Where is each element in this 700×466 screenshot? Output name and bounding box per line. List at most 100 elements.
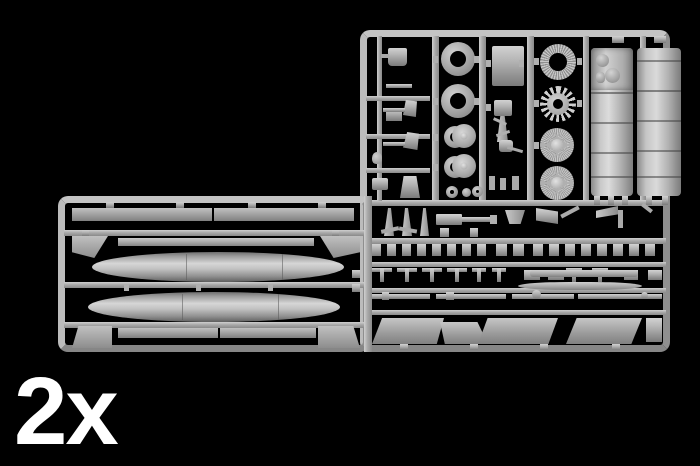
engine-pump-2 xyxy=(605,68,620,83)
engine-band-1d xyxy=(591,176,633,178)
long-blade-1 xyxy=(530,270,638,277)
pin-part-c xyxy=(512,176,519,190)
small-block-2 xyxy=(470,228,478,237)
long-strip-2 xyxy=(214,208,354,221)
gear-leg-3 xyxy=(420,208,429,236)
side-panel-part-2 xyxy=(403,132,419,150)
hook-part xyxy=(372,152,382,164)
engine-gate-b3 xyxy=(622,196,628,205)
fin-gate-2 xyxy=(332,230,339,236)
tank-seam-strip-1 xyxy=(118,238,314,246)
left-cross-a xyxy=(366,96,430,101)
panel-gate-3 xyxy=(540,344,548,350)
turbine-fan-2 xyxy=(540,166,574,200)
yoke-part xyxy=(505,210,525,224)
divider-rail-b xyxy=(479,36,486,206)
engine-can-2 xyxy=(637,48,681,196)
engine-band-1c xyxy=(591,152,633,154)
engine-band-1b xyxy=(591,122,633,124)
gear-leg-1 xyxy=(384,208,394,236)
wedge-panel-part xyxy=(536,208,558,224)
seat-sprue-gate xyxy=(381,54,389,58)
pin-part-b xyxy=(500,178,506,190)
panel-gate-2 xyxy=(470,344,478,350)
long-strip-3 xyxy=(118,328,218,338)
strip-gate-1 xyxy=(106,202,114,208)
engine-band-2b xyxy=(637,90,681,92)
cross-rail-1 xyxy=(366,200,666,206)
cross-rail-4 xyxy=(366,288,666,293)
small-block-1 xyxy=(440,228,449,237)
engine-gate-b4 xyxy=(646,196,652,205)
strip-gate-2 xyxy=(176,202,184,208)
strip-gate-3 xyxy=(248,202,256,208)
cross-rail-5 xyxy=(366,310,666,315)
compressor-gear-part xyxy=(540,86,576,122)
post-part xyxy=(618,210,623,228)
left-cross-c xyxy=(366,168,430,173)
main-tire-1-hole xyxy=(441,42,475,76)
intake-box-part xyxy=(494,100,512,116)
drop-tank-half-1 xyxy=(92,252,344,282)
panel-gate-1 xyxy=(400,344,408,350)
long-rod-part xyxy=(462,217,492,222)
engine-gate-top-2 xyxy=(654,36,666,43)
pylon-panel-1 xyxy=(372,318,444,344)
block-part xyxy=(372,178,388,190)
cross-rail-3 xyxy=(366,262,666,267)
small-wheel-2 xyxy=(462,188,471,197)
engine-band-2c xyxy=(637,120,681,122)
left-cross-b xyxy=(366,134,430,139)
long-blade-2 xyxy=(518,282,642,290)
pylon-panel-3 xyxy=(566,318,642,344)
engine-pump-3 xyxy=(596,72,605,83)
engine-gate-b1 xyxy=(594,196,600,205)
tank-rail-2 xyxy=(64,282,364,288)
rod-part-c xyxy=(386,84,412,88)
engine-band-2e xyxy=(637,176,681,178)
tank-1-seam-b xyxy=(282,254,283,280)
rod-part-b xyxy=(383,142,405,146)
engine-band-1a xyxy=(591,92,633,94)
long-strip-4 xyxy=(220,328,316,338)
bucket-part xyxy=(400,176,420,198)
engine-gate-b5 xyxy=(662,196,668,205)
tank-fin-4 xyxy=(318,326,360,348)
tank-2-seam-a xyxy=(182,294,183,320)
pylon-panel-4 xyxy=(646,318,662,342)
tank-fin-3 xyxy=(72,326,112,348)
divider-rail-d xyxy=(583,36,589,206)
divider-rail-a xyxy=(432,36,439,206)
turbine-fan-1 xyxy=(540,128,574,162)
engine-band-2d xyxy=(637,150,681,152)
tank-gate-right xyxy=(352,270,360,278)
pylon-panel-2 xyxy=(478,318,558,344)
pin-part-a xyxy=(489,176,495,190)
multiplier-badge: 2x xyxy=(14,358,119,465)
small-wheel-1 xyxy=(446,186,458,198)
tank-rail-3 xyxy=(64,322,364,328)
strip-gate-4 xyxy=(318,202,326,208)
fin-gate-1 xyxy=(82,230,89,236)
rod-end-part xyxy=(490,215,497,224)
access-panel-part xyxy=(492,46,524,86)
divider-rail-c xyxy=(527,36,534,206)
engine-gate-top-1 xyxy=(612,36,624,43)
rod-part-a xyxy=(383,108,405,112)
cross-rail-2 xyxy=(366,238,666,244)
drop-tank-half-2 xyxy=(88,292,340,322)
frame-connector-rail xyxy=(364,196,372,352)
tank-2-seam-b xyxy=(278,294,279,320)
left-column-rail xyxy=(377,36,382,201)
gear-strut-part xyxy=(497,116,508,142)
tank-rail-1 xyxy=(64,230,364,236)
tank-gate-right-b xyxy=(352,284,360,292)
wheel-hub-2 xyxy=(452,154,476,178)
gear-leg-2 xyxy=(402,208,412,236)
engine-gate-b2 xyxy=(608,196,614,205)
panel-gate-4 xyxy=(612,344,620,350)
small-wheel-3 xyxy=(472,186,483,197)
main-tire-2 xyxy=(441,84,475,118)
side-panel-part xyxy=(403,100,417,117)
